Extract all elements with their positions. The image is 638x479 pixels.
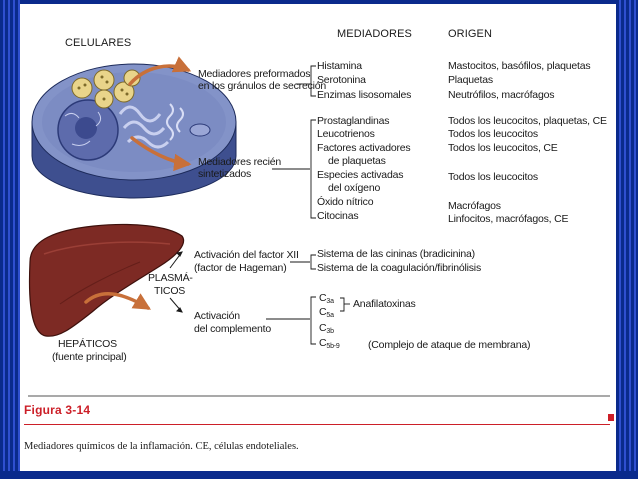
header-origen: ORIGEN: [448, 28, 492, 40]
figure-rule: [24, 424, 610, 425]
source-preformados-line1: Mediadores preformados: [198, 68, 311, 80]
complement-c5a: C5a: [319, 306, 334, 319]
complement-c3b: C3b: [319, 322, 334, 335]
origin-oxido-nitrico: Macrófagos: [448, 200, 501, 212]
origin-citocinas: Linfocitos, macrófagos, CE: [448, 213, 569, 225]
figure-panel: CELULARES MEDIADORES ORIGEN Mediadores p…: [20, 4, 616, 471]
connector-lines: [266, 65, 350, 345]
source-plasmaticos-line2: TICOS: [154, 285, 186, 297]
figure-caption: Mediadores químicos de la inflamación. C…: [24, 441, 299, 452]
source-plasmaticos-line1: PLASMÁ-: [148, 272, 193, 284]
plasma-branch-arrows: [169, 251, 183, 313]
diagram-graphics: [28, 56, 610, 397]
system-coagulacion: Sistema de la coagulación/fibrinólisis: [317, 262, 481, 274]
header-celulares: CELULARES: [65, 37, 132, 49]
frame-top: [0, 0, 638, 4]
system-cininas: Sistema de las cininas (bradicinina): [317, 248, 475, 260]
mediator-especies-line2: del oxígeno: [328, 182, 381, 194]
source-preformados-line2: en los gránulos de secreción: [198, 80, 327, 92]
origin-factores: Todos los leucocitos, CE: [448, 142, 558, 154]
cell-illustration: [31, 63, 237, 199]
complement-anafilatoxinas: Anafilatoxinas: [353, 298, 416, 310]
mediator-histamina: Histamina: [317, 60, 362, 72]
source-complemento-line2: del complemento: [194, 323, 271, 335]
complement-complejo: (Complejo de ataque de membrana): [368, 339, 531, 351]
source-hepaticos-line1: HEPÁTICOS: [58, 338, 117, 350]
origin-leucotrienos: Todos los leucocitos: [448, 128, 538, 140]
mediator-leucotrienos: Leucotrienos: [317, 128, 375, 140]
complement-c3a: C3a: [319, 292, 334, 305]
origin-histamina: Mastocitos, basófilos, plaquetas: [448, 60, 591, 72]
frame-right-stripes: [616, 0, 638, 479]
mediator-factores-line2: de plaquetas: [328, 155, 386, 167]
origin-serotonina: Plaquetas: [448, 74, 493, 86]
complement-c5b9: C5b-9: [319, 337, 340, 350]
figure-label: Figura 3-14: [24, 403, 91, 417]
mediator-factores-line1: Factores activadores: [317, 142, 411, 154]
origin-especies: Todos los leucocitos: [448, 171, 538, 183]
source-complemento-line1: Activación: [194, 310, 240, 322]
source-factor-xii-line1: Activación del factor XII: [194, 249, 299, 261]
granules: [71, 69, 141, 109]
mediator-especies-line1: Especies activadas: [317, 169, 404, 181]
figure-marker: [608, 414, 614, 421]
source-sintetizados-line1: Mediadores recién: [198, 156, 281, 168]
origin-prostaglandinas: Todos los leucocitos, plaquetas, CE: [448, 115, 607, 127]
liver-illustration: [28, 223, 185, 337]
mediator-enzimas: Enzimas lisosomales: [317, 89, 412, 101]
origin-enzimas: Neutrófilos, macrófagos: [448, 89, 555, 101]
source-factor-xii-line2: (factor de Hageman): [194, 262, 287, 274]
source-arrows: [84, 56, 192, 310]
mediator-citocinas: Citocinas: [317, 210, 359, 222]
header-mediadores: MEDIADORES: [337, 28, 412, 40]
mediator-prostaglandinas: Prostaglandinas: [317, 115, 390, 127]
mediator-serotonina: Serotonina: [317, 74, 366, 86]
source-hepaticos-line2: (fuente principal): [52, 351, 127, 363]
frame-bottom: [0, 471, 638, 479]
mediator-oxido-nitrico: Óxido nítrico: [317, 196, 374, 208]
frame-left-stripes: [0, 0, 20, 479]
source-sintetizados-line2: sintetizados: [198, 168, 252, 180]
